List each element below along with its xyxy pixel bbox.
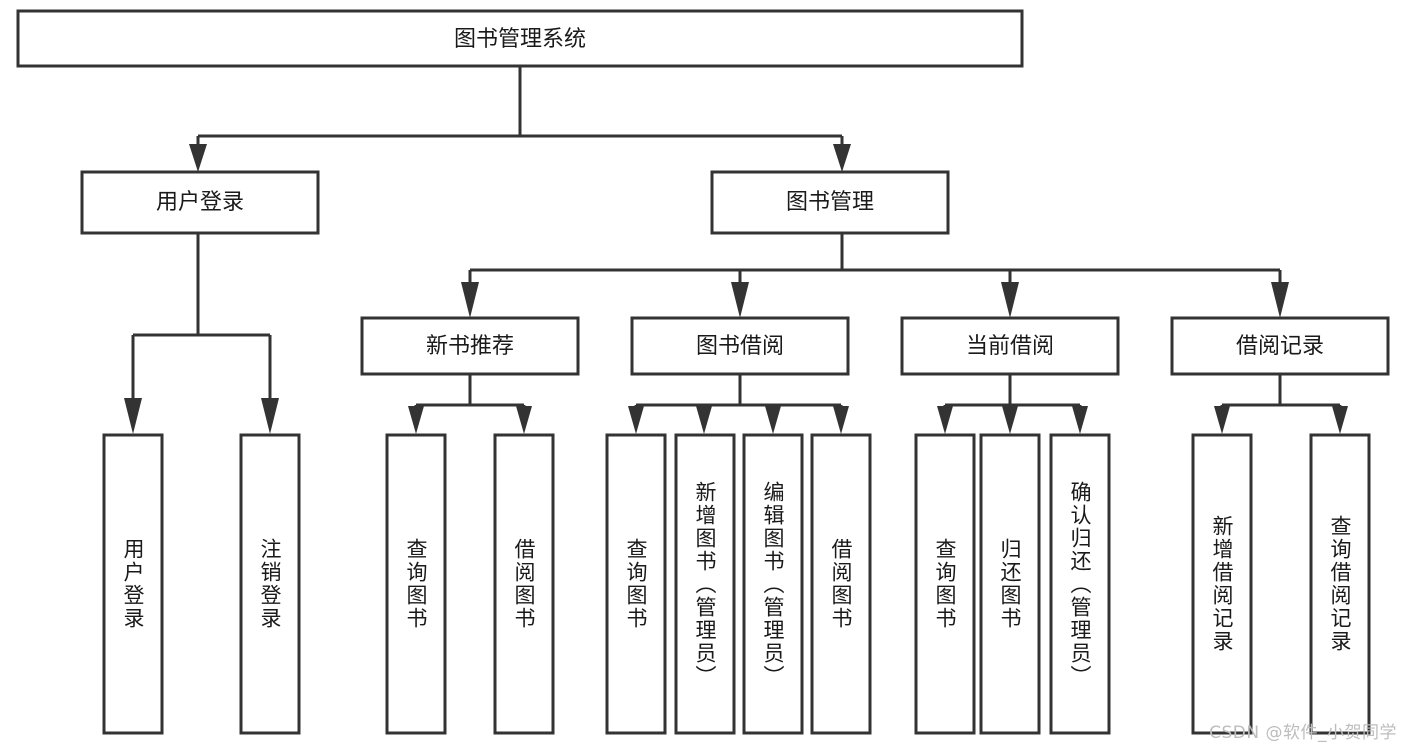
connector-book-borrow-to-leaves	[628, 374, 849, 434]
node-root[interactable]: 图书管理系统	[16, 9, 1024, 68]
node-book-manage[interactable]: 图书管理	[710, 170, 950, 235]
connector-current-borrow-to-leaves	[937, 374, 1088, 434]
node-current-borrow[interactable]: 当前借阅	[900, 316, 1120, 376]
connector-borrow-record-to-leaves	[1214, 374, 1348, 434]
node-leaf-borrow-book-2-label: 借阅图书	[829, 538, 854, 630]
node-leaf-borrow-book-2[interactable]	[810, 433, 872, 735]
node-leaf-query-record-label: 查询借阅记录	[1328, 515, 1353, 653]
arrow-to-leaf-confirm-return	[1072, 406, 1088, 434]
node-leaf-confirm-return[interactable]	[1049, 433, 1111, 735]
node-leaf-query-book-2[interactable]	[605, 433, 667, 735]
node-leaf-add-book-label: 新增图书（管理员）	[693, 480, 718, 688]
node-leaf-user-logout-label: 注销登录	[258, 538, 283, 630]
node-user-login[interactable]: 用户登录	[80, 170, 320, 235]
arrow-to-current-borrow	[1001, 282, 1019, 318]
node-leaf-user-logout[interactable]	[239, 433, 301, 735]
node-borrow-record-label: 借阅记录	[1236, 334, 1324, 359]
node-leaf-query-book-1-label: 查询图书	[404, 538, 429, 630]
arrow-to-leaf-query-book-3	[937, 406, 953, 434]
node-leaf-user-login[interactable]	[102, 433, 164, 735]
node-leaf-query-book-2-label: 查询图书	[624, 538, 649, 630]
node-leaf-query-book-3[interactable]	[914, 433, 976, 735]
node-user-login-label: 用户登录	[156, 190, 244, 215]
connector-root-to-level2	[189, 66, 851, 172]
node-book-manage-label: 图书管理	[786, 190, 874, 215]
arrow-to-book-manage	[833, 144, 851, 172]
arrow-to-leaf-borrow-book-1	[516, 406, 532, 434]
connector-new-book-recommend-to-leaves	[408, 374, 532, 434]
node-borrow-record[interactable]: 借阅记录	[1170, 316, 1390, 376]
node-leaf-query-book-3-label: 查询图书	[933, 538, 958, 630]
node-leaf-user-login-label: 用户登录	[121, 538, 146, 630]
arrow-to-borrow-record	[1271, 282, 1289, 318]
arrow-to-leaf-query-book-2	[628, 406, 644, 434]
node-leaf-add-book[interactable]	[674, 433, 736, 735]
node-leaf-confirm-return-label: 确认归还（管理员）	[1068, 480, 1093, 688]
arrow-to-user-login	[189, 144, 207, 172]
arrow-to-leaf-add-record	[1214, 406, 1230, 434]
arrow-to-leaf-return-book	[1002, 406, 1018, 434]
connector-user-login-to-leaves	[124, 233, 279, 434]
node-leaf-return-book[interactable]	[979, 433, 1041, 735]
node-book-borrow[interactable]: 图书借阅	[630, 316, 850, 376]
node-leaf-edit-book-label: 编辑图书（管理员）	[761, 480, 786, 688]
arrow-to-new-book-recommend	[461, 282, 479, 318]
node-book-borrow-label: 图书借阅	[696, 334, 784, 359]
arrow-to-book-borrow	[731, 282, 749, 318]
arrow-to-leaf-user-logout	[261, 398, 279, 434]
connector-book-manage-to-level3	[461, 233, 1289, 318]
node-new-book-recommend[interactable]: 新书推荐	[360, 316, 580, 376]
arrow-to-leaf-add-book	[696, 406, 712, 434]
arrow-to-leaf-user-login	[124, 398, 142, 434]
node-root-label: 图书管理系统	[454, 27, 586, 52]
arrow-to-leaf-query-book-1	[408, 406, 424, 434]
node-leaf-edit-book[interactable]	[742, 433, 804, 735]
node-leaf-add-record[interactable]	[1191, 433, 1253, 735]
watermark-text: CSDN @软件_小贺同学	[1209, 723, 1397, 743]
node-new-book-recommend-label: 新书推荐	[426, 334, 514, 359]
node-current-borrow-label: 当前借阅	[966, 334, 1054, 359]
node-leaf-add-record-label: 新增借阅记录	[1210, 515, 1235, 653]
arrow-to-leaf-query-record	[1332, 406, 1348, 434]
node-leaf-return-book-label: 归还图书	[998, 538, 1023, 630]
node-leaf-borrow-book-1-label: 借阅图书	[512, 538, 537, 630]
node-leaf-query-record[interactable]	[1309, 433, 1371, 735]
arrow-to-leaf-borrow-book-2	[833, 406, 849, 434]
node-leaf-query-book-1[interactable]	[385, 433, 447, 735]
arrow-to-leaf-edit-book	[765, 406, 781, 434]
node-leaf-borrow-book-1[interactable]	[493, 433, 555, 735]
